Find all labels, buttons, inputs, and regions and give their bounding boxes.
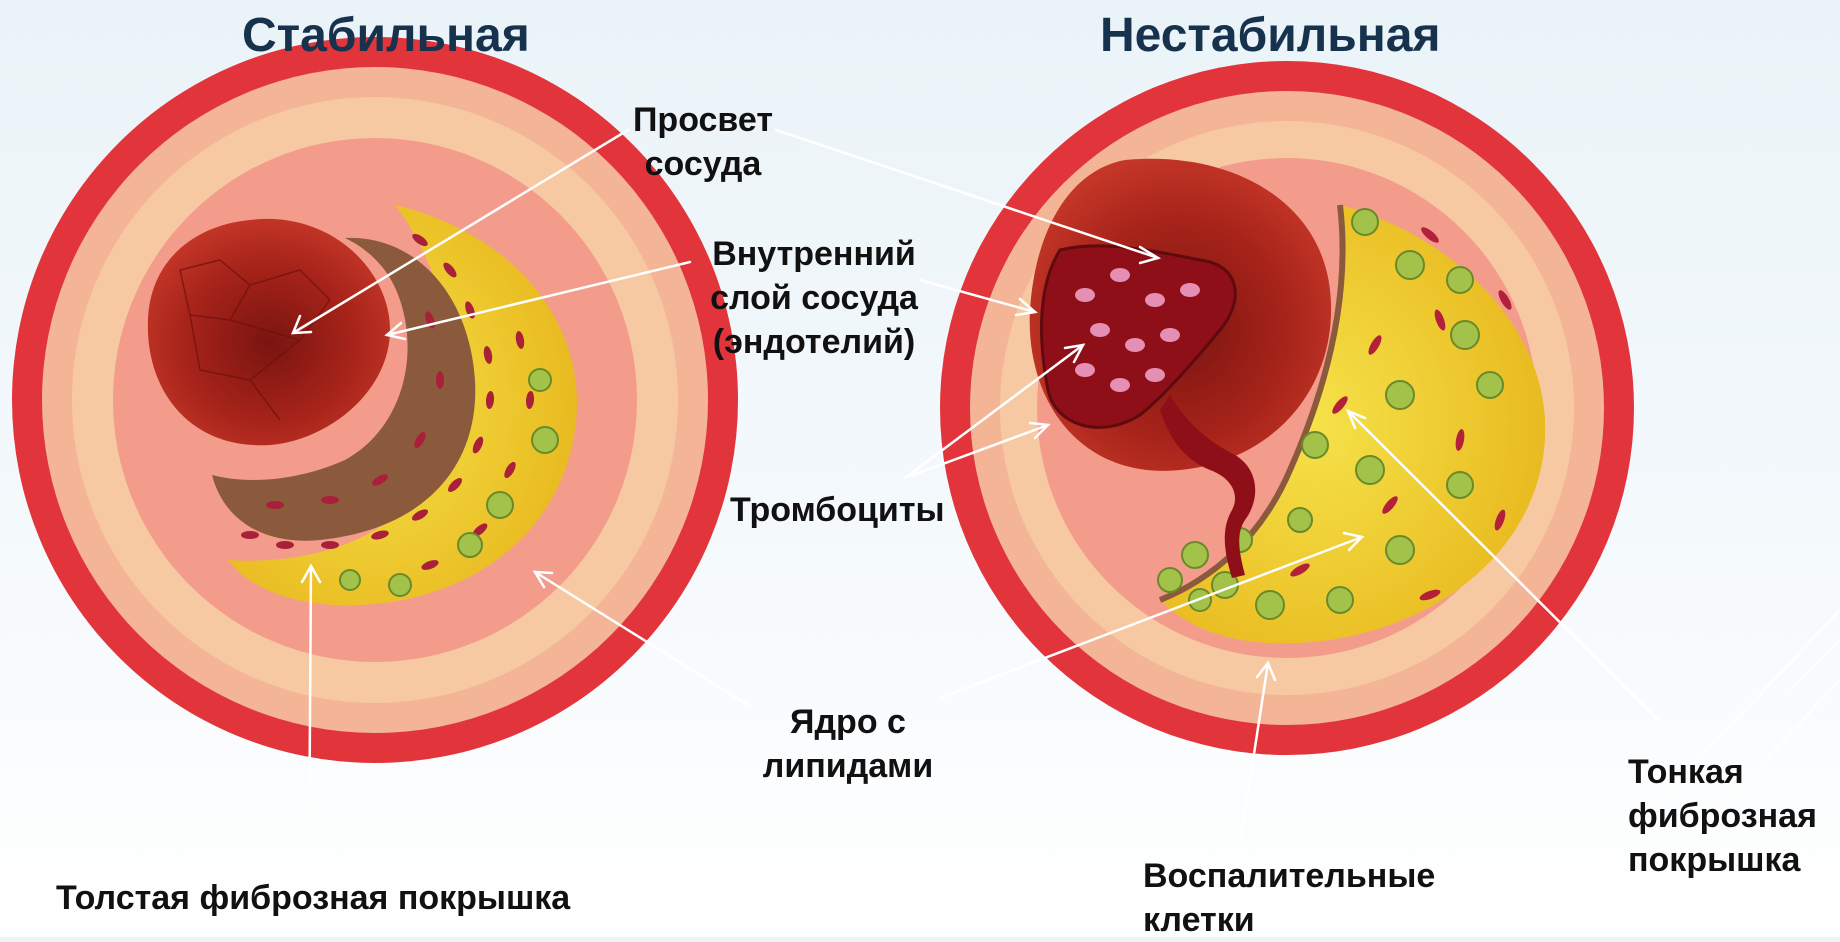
- thin-cap-label-line3: покрышка: [1628, 838, 1817, 882]
- thick-cap-label: Толстая фиброзная покрышка: [56, 876, 570, 920]
- lipid-core-label: Ядро с липидами: [738, 700, 958, 788]
- platelets-label: Тромбоциты: [730, 488, 945, 532]
- inflammatory-cells-label: Воспалительные клетки: [1143, 854, 1435, 942]
- thin-cap-label-line2: фиброзная: [1628, 794, 1817, 838]
- intima-label-line1: Внутренний: [684, 232, 944, 276]
- lumen-label: Просвет сосуда: [618, 98, 788, 186]
- thin-cap-label-line1: Тонкая: [1628, 750, 1817, 794]
- unstable-title: Нестабильная: [1100, 8, 1440, 63]
- inflammatory-label-line2: клетки: [1143, 898, 1435, 942]
- unstable-artery: [940, 61, 1634, 755]
- lipid-core-label-line1: Ядро с: [738, 700, 958, 744]
- intima-label-line3: (эндотелий): [684, 320, 944, 364]
- lumen-label-line1: Просвет: [618, 98, 788, 142]
- inflammatory-label-line1: Воспалительные: [1143, 854, 1435, 898]
- stable-title: Стабильная: [242, 8, 530, 63]
- intima-label: Внутренний слой сосуда (эндотелий): [684, 232, 944, 364]
- intima-label-line2: слой сосуда: [684, 276, 944, 320]
- lipid-core-label-line2: липидами: [738, 744, 958, 788]
- lumen-label-line2: сосуда: [618, 142, 788, 186]
- thin-cap-label: Тонкая фиброзная покрышка: [1628, 750, 1817, 882]
